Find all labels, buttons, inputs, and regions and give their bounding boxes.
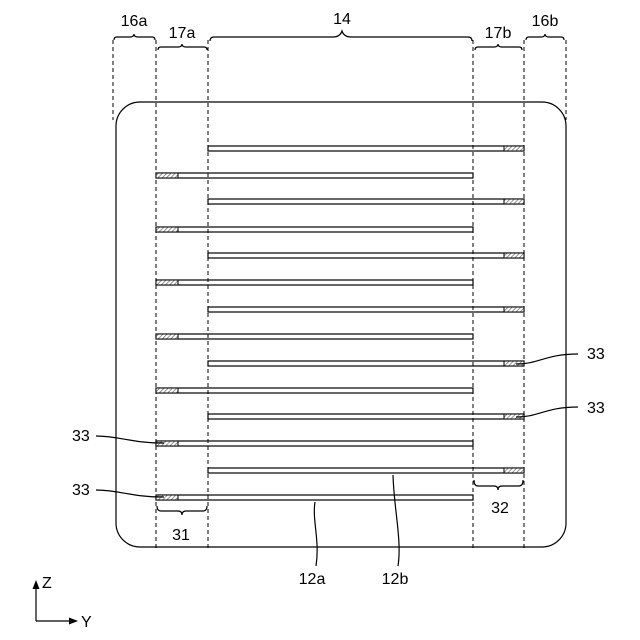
contact-hatch <box>156 227 178 232</box>
label-17b: 17b <box>485 25 512 42</box>
axis-z-arrowhead <box>33 580 40 589</box>
contact-hatch <box>504 468 524 473</box>
contact-hatch <box>504 253 524 258</box>
label-33-right-lower: 33 <box>587 400 605 417</box>
bottom-brackets <box>157 480 523 515</box>
axes-indicator <box>33 580 79 625</box>
label-14: 14 <box>333 11 351 28</box>
label-axis-z: Z <box>42 575 52 592</box>
label-axis-y: Y <box>81 614 92 631</box>
contact-hatch <box>504 199 524 204</box>
contact-hatch <box>504 307 524 312</box>
electrodes-12b <box>208 146 524 473</box>
label-12b: 12b <box>382 571 409 588</box>
leaders-12 <box>314 475 399 566</box>
label-16a: 16a <box>121 13 148 30</box>
label-16b: 16b <box>532 13 559 30</box>
label-12a: 12a <box>299 571 326 588</box>
label-33-left-lower: 33 <box>72 482 90 499</box>
substrate-outline <box>116 102 566 547</box>
contact-hatch <box>156 388 178 393</box>
label-17a: 17a <box>169 25 196 42</box>
contact-hatch <box>156 280 178 285</box>
label-31: 31 <box>172 527 190 544</box>
axis-y-arrowhead <box>69 618 78 625</box>
label-33-left-upper: 33 <box>72 428 90 445</box>
contact-hatch <box>156 173 178 178</box>
label-33-right-upper: 33 <box>587 346 605 363</box>
leaders-33 <box>96 354 578 497</box>
contact-hatch <box>156 334 178 339</box>
label-32: 32 <box>491 500 509 517</box>
contact-hatch <box>504 146 524 151</box>
electrodes-12a <box>156 173 473 500</box>
